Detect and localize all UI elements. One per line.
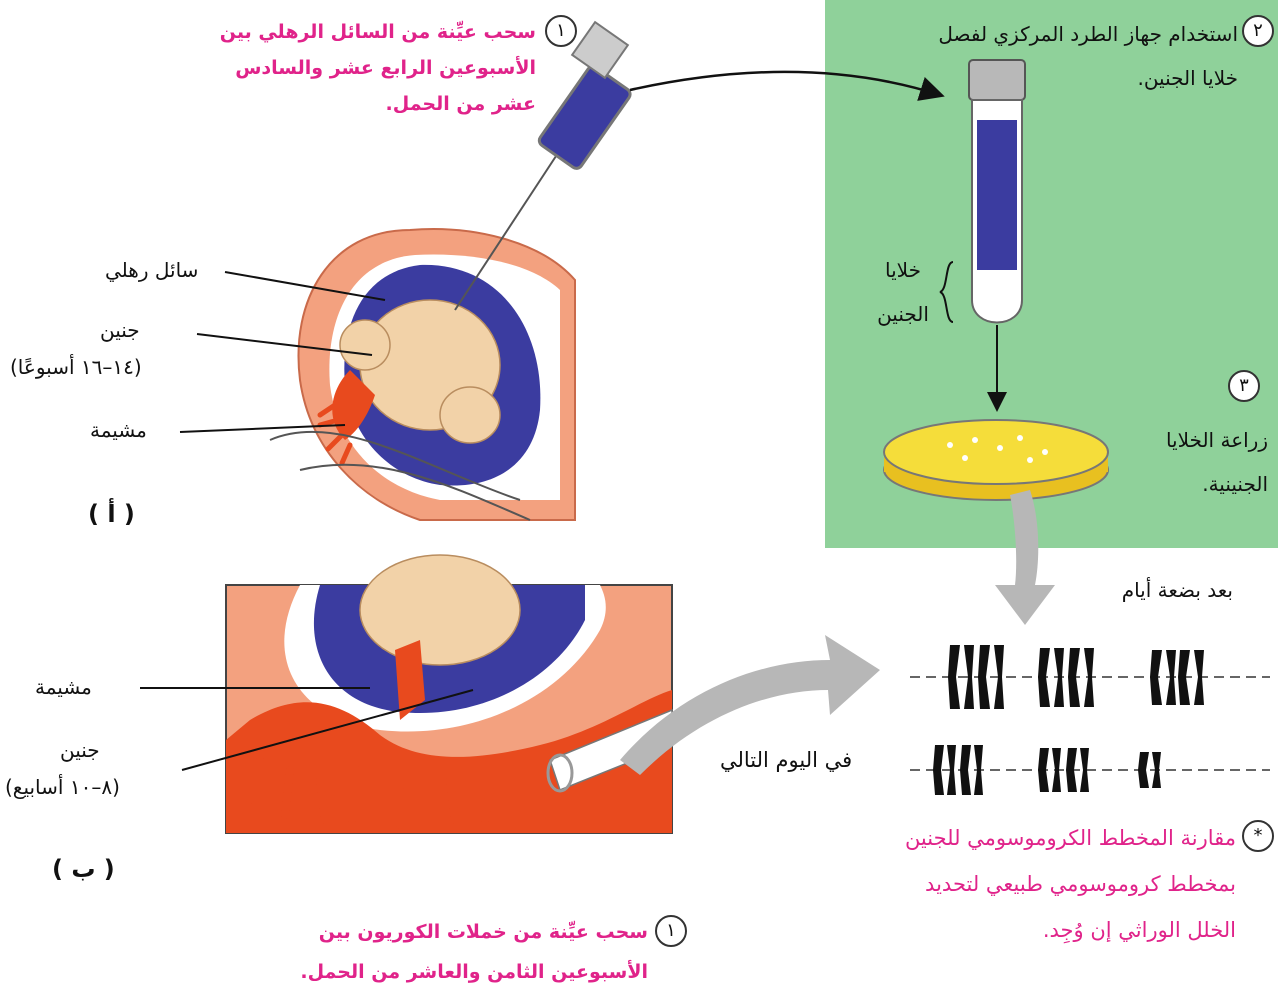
step-2-text: استخدام جهاز الطرد المركزي لفصل خلايا ال… [938, 12, 1238, 100]
step-b1-text: سحب عيِّنة من خملات الكوريون بين الأسبوع… [300, 912, 648, 992]
label-after-few-days: بعد بضعة أيام [1122, 578, 1233, 602]
step-3-text: زراعة الخلايا الجنينية. [1166, 418, 1268, 506]
star-icon: * [1242, 820, 1274, 852]
label-fetus-age-b: (٨–١٠ أسابيع) [5, 775, 120, 799]
compare-karyotype-text: مقارنة المخطط الكروموسومي للجنين بمخطط ك… [905, 815, 1236, 953]
label-fetus-b: جنين [60, 738, 100, 762]
label-placenta-b: مشيمة [35, 675, 92, 699]
label-fetal-cells: خلايا الجنين [868, 248, 938, 336]
label-placenta-a: مشيمة [90, 418, 147, 442]
label-amniotic-fluid: سائل رهلي [105, 258, 198, 282]
label-fetus-a: جنين [100, 318, 140, 342]
step-number-b1: ١ [655, 915, 687, 947]
step-a1-text: سحب عيِّنة من السائل الرهلي بين الأسبوعي… [220, 14, 536, 122]
panel-label-a: ( أ ) [88, 500, 135, 528]
step-number-a1: ١ [545, 15, 577, 47]
petri-dish-icon [884, 420, 1108, 500]
step-number-2: ٢ [1242, 15, 1274, 47]
panel-label-b: ( ب ) [52, 855, 115, 883]
karyotype-chart [910, 645, 1270, 795]
step-number-3: ٣ [1228, 370, 1260, 402]
chorionic-illustration-b [226, 555, 672, 833]
uterus-illustration-a [270, 229, 575, 520]
label-fetus-age-a: (١٤–١٦ أسبوعًا) [10, 355, 142, 379]
label-next-day: في اليوم التالي [720, 748, 852, 772]
